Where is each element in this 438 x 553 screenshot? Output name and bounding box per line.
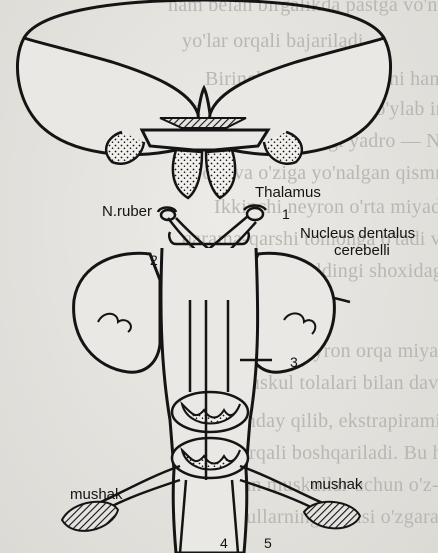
label-number-1: 1 [282,206,290,222]
mushak-right-label: mushak [310,476,363,493]
label-number-4: 4 [220,535,228,551]
n-ruber-label: N.ruber [102,203,152,220]
cerebellum-left [74,253,160,372]
spinal-segment-upper [172,392,248,432]
nucleus-dentalus-label-line2: cerebelli [334,242,390,259]
muscle-right [304,502,360,529]
label-number-2: 2 [150,252,158,268]
label-number-5: 5 [264,535,272,551]
nucleus-dentalus-label-line1: Nucleus dentalus [300,225,415,242]
thalamus-label: Thalamus [255,184,321,201]
label-number-3: 3 [290,354,298,370]
mushak-left-label: mushak [70,486,123,503]
n-ruber-nucleus [158,208,176,221]
muscle-left [62,502,118,531]
spinal-segment-lower [172,438,248,478]
